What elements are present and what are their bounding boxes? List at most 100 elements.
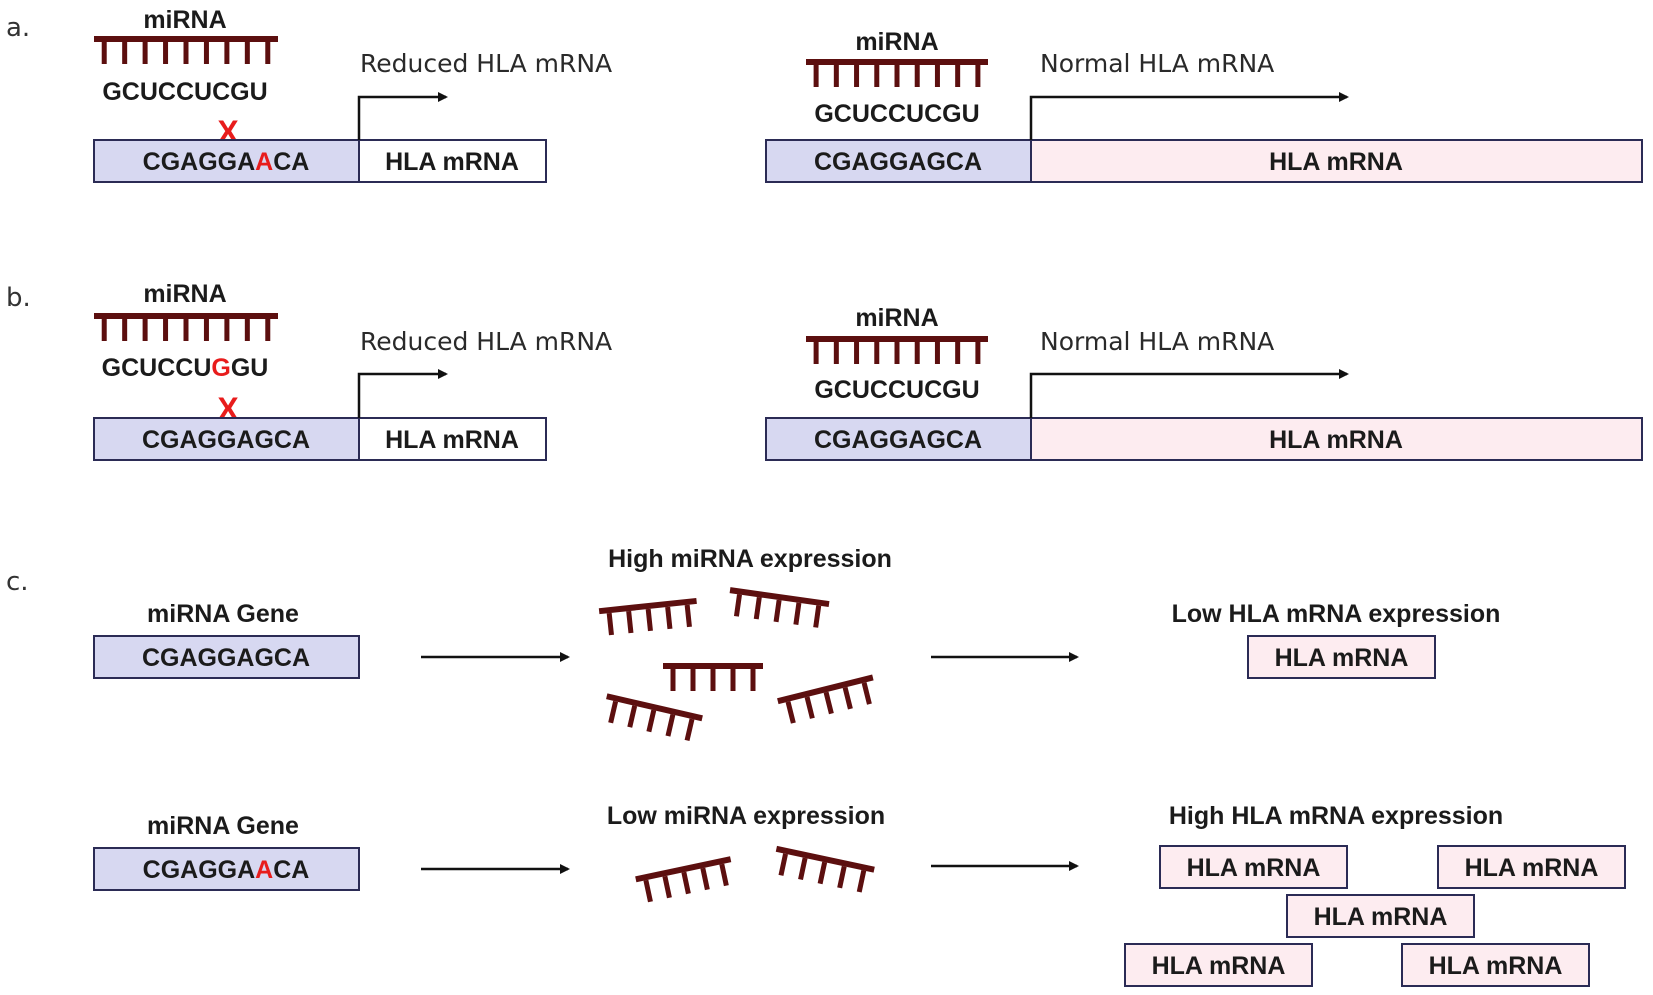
hla-mrna-copy-box (1401, 943, 1590, 987)
hla-mrna-copy-label: HLA mRNA (1465, 854, 1599, 882)
mirna-sequence: GCUCCUCGU (102, 78, 267, 106)
mirna-tooth (627, 705, 638, 728)
mirna-tooth (778, 853, 788, 876)
hla-mrna-copy-box (1124, 943, 1313, 987)
mirna-strand-icon (94, 313, 278, 341)
mirna-fragment-icon (598, 597, 697, 636)
hla-mrna-label: HLA mRNA (1269, 426, 1403, 454)
mirna-label: miRNA (143, 280, 226, 308)
mirna-fragment-icon (729, 587, 830, 628)
gene-label: miRNA Gene (147, 600, 299, 628)
target-site-box (93, 417, 360, 461)
mirna-backbone (94, 36, 278, 42)
target-site-sequence: CGAGGAGCA (814, 426, 982, 454)
mirna-tooth (750, 669, 756, 691)
mirna-tooth (854, 342, 860, 364)
mirna-tooth (823, 691, 834, 715)
mirna-tooth (681, 871, 691, 895)
mirna-tooth (934, 65, 940, 87)
mirna-tooth (606, 612, 614, 636)
hla-mrna-copy-box (1247, 635, 1436, 679)
hla-mrna-copy-box (1286, 894, 1475, 938)
target-site-sequence: CGAGGAGCA (814, 148, 982, 176)
hla-mrna-copy-box (1437, 845, 1626, 889)
expression-label: High miRNA expression (608, 545, 892, 573)
outcome-label: Reduced HLA mRNA (360, 327, 612, 356)
mirna-sequence: GCUCCUCGU (814, 376, 979, 404)
mirna-tooth (244, 319, 250, 341)
mirna-backbone (606, 693, 703, 722)
mirna-tooth (203, 319, 209, 341)
transcription-arrow (1029, 92, 1349, 140)
mirna-fragment-icon (606, 693, 703, 742)
mirna-label: miRNA (855, 28, 938, 56)
mirna-tooth (813, 605, 822, 628)
mirna-tooth (163, 319, 169, 341)
mirna-tooth (833, 65, 839, 87)
mirna-tooth (224, 42, 230, 64)
mirna-tooth (804, 696, 815, 719)
target-site-sequence: CGAGGAACA (143, 148, 310, 176)
mirna-fragment-icon (635, 856, 732, 903)
mirna-backbone (806, 59, 988, 65)
mirna-tooth (684, 604, 692, 628)
mirna-backbone (598, 597, 697, 615)
mirna-tooth (817, 861, 828, 885)
mirna-tooth (646, 709, 657, 733)
mirna-tooth (894, 65, 900, 87)
gene-label: miRNA Gene (147, 812, 299, 840)
mirna-tooth (719, 863, 729, 887)
mirna-backbone (777, 674, 874, 705)
hla-mrna-label: HLA mRNA (385, 426, 519, 454)
mirna-tooth (793, 602, 802, 625)
mirna-tooth (955, 65, 961, 87)
hla-mrna-box (1030, 417, 1643, 461)
mirna-tooth (645, 608, 653, 632)
mirna-tooth (183, 42, 189, 64)
hla-mrna-copy-label: HLA mRNA (1152, 952, 1286, 980)
mutation-base: A (255, 856, 273, 884)
mirna-fragment-icon (777, 674, 874, 724)
panel-c-bottom: miRNA Gene CGAGGAACA Low miRNA expressio… (93, 802, 1626, 987)
panel-c-top: miRNA Gene CGAGGAGCA High miRNA expressi… (93, 545, 1500, 742)
mirna-tooth (203, 42, 209, 64)
mirna-tooth (785, 701, 796, 724)
mirna-strand-icon (806, 59, 988, 87)
mirna-label: miRNA (143, 6, 226, 34)
mirna-tooth (122, 42, 128, 64)
mirna-tooth (710, 669, 716, 691)
mirna-tooth (142, 319, 148, 341)
mirna-tooth (665, 714, 676, 737)
mirna-tooth (813, 342, 819, 364)
panel-a-left: miRNA GCUCCUCGU X CGAGGAACA HLA mRNA Red… (93, 6, 612, 183)
mirna-tooth (101, 42, 107, 64)
hla-mrna-label: HLA mRNA (1269, 148, 1403, 176)
gene-box (93, 635, 360, 679)
mirna-backbone (806, 336, 988, 342)
mirna-tooth (894, 342, 900, 364)
mirna-tooth (854, 65, 860, 87)
transcription-arrow (357, 92, 448, 140)
mirna-tooth (142, 42, 148, 64)
mirna-tooth (163, 42, 169, 64)
mirna-tooth (955, 342, 961, 364)
hla-mrna-label: HLA mRNA (385, 148, 519, 176)
mirna-tooth (753, 596, 762, 620)
mirna-tooth (626, 610, 634, 634)
mirna-tooth (861, 682, 872, 705)
outcome-label: Reduced HLA mRNA (360, 49, 612, 78)
mirna-tooth (265, 42, 271, 64)
mirna-tooth (975, 342, 981, 364)
mirna-tooth (183, 319, 189, 341)
mirna-fragment-icon (775, 845, 875, 893)
outcome-label: High HLA mRNA expression (1169, 802, 1503, 830)
mirna-tooth (842, 686, 853, 710)
mirna-tooth (833, 342, 839, 364)
gene-sequence: CGAGGAGCA (142, 644, 310, 672)
panel-a-right: miRNA GCUCCUCGU CGAGGAGCA HLA mRNA Norma… (765, 28, 1643, 183)
mirna-tooth (856, 869, 867, 893)
mirna-tooth (608, 700, 619, 724)
mirna-strand-icon (806, 336, 988, 364)
